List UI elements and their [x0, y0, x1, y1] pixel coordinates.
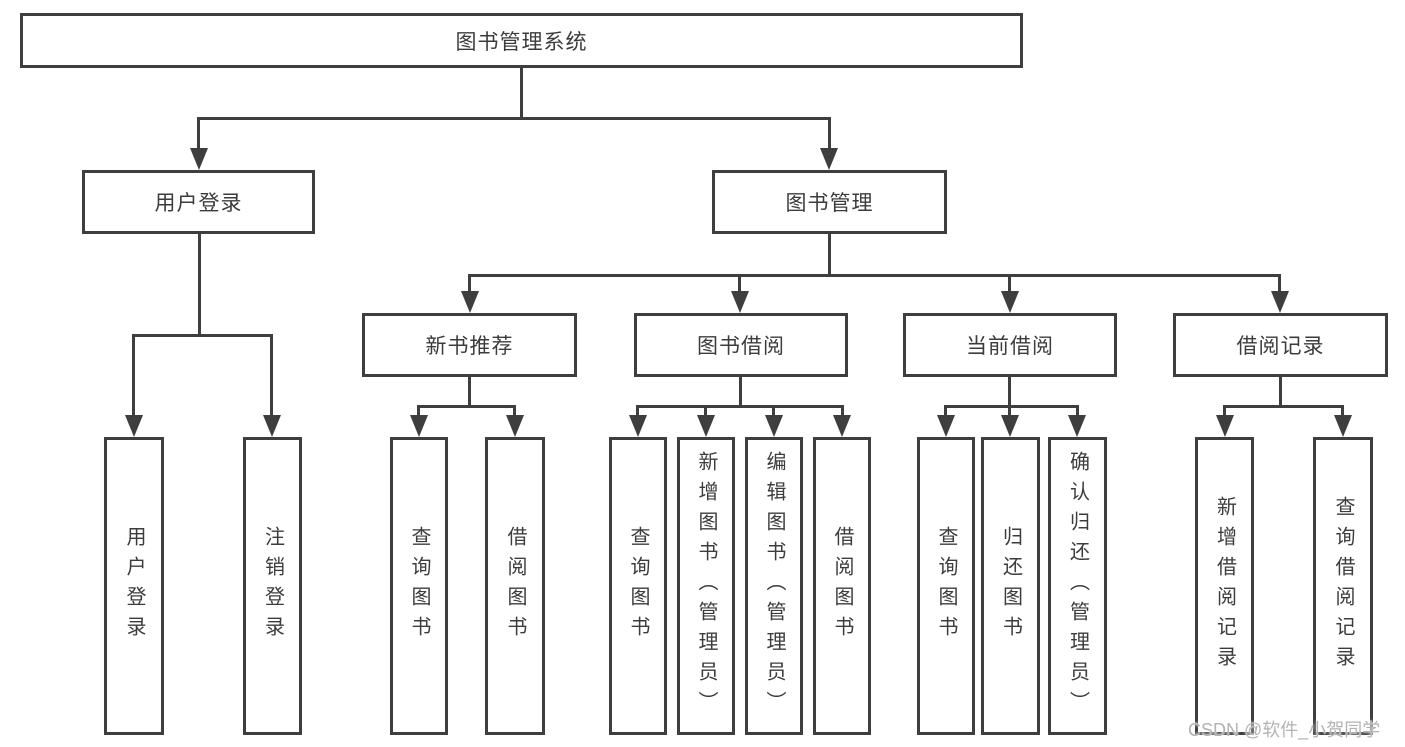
connector-line-h	[197, 117, 831, 120]
connector-arrowhead	[461, 291, 479, 313]
connector-arrowhead	[937, 415, 955, 437]
leaf-query-book-1: 查询图书	[390, 437, 448, 735]
connector-arrowhead	[125, 415, 143, 437]
connector-line-h	[132, 334, 273, 337]
connector-line-v	[828, 234, 831, 277]
connector-line-h	[944, 405, 1079, 408]
connector-line-v	[1279, 377, 1282, 408]
node-current-borrow: 当前借阅	[903, 313, 1117, 377]
connector-line-v	[1008, 274, 1011, 293]
leaf-query-borrow-record-label: 查询借阅记录	[1332, 496, 1354, 676]
connector-line-v	[1008, 405, 1011, 417]
leaf-add-borrow-record: 新增借阅记录	[1195, 437, 1254, 735]
leaf-query-book-1-label: 查询图书	[408, 526, 430, 646]
connector-arrowhead	[1271, 291, 1289, 313]
leaf-query-book-3: 查询图书	[917, 437, 975, 735]
node-root-label: 图书管理系统	[455, 30, 588, 54]
connector-arrowhead	[833, 415, 851, 437]
connector-line-v	[270, 334, 273, 417]
connector-arrowhead	[1068, 415, 1086, 437]
node-user-login-label: 用户登录	[154, 192, 243, 215]
connector-line-v	[738, 274, 741, 293]
connector-line-v	[198, 234, 201, 337]
leaf-return-book-label: 归还图书	[999, 526, 1022, 646]
leaf-confirm-return-admin: 确认归还（管理员）	[1048, 437, 1107, 735]
connector-line-v	[828, 117, 831, 150]
leaf-user-login-label: 用户登录	[123, 526, 145, 646]
connector-arrowhead	[1216, 415, 1234, 437]
connector-arrowhead	[263, 415, 281, 437]
connector-line-v	[841, 405, 844, 417]
connector-arrowhead	[1334, 415, 1352, 437]
connector-arrowhead	[765, 415, 783, 437]
node-book-management-label: 图书管理	[785, 192, 874, 215]
node-current-borrow-label: 当前借阅	[966, 335, 1054, 358]
leaf-add-book-admin-label: 新增图书（管理员）	[695, 451, 717, 721]
node-new-book-recommend: 新书推荐	[362, 313, 577, 377]
leaf-edit-book-admin: 编辑图书（管理员）	[745, 437, 803, 735]
connector-line-v	[704, 405, 707, 417]
leaf-borrow-book-2: 借阅图书	[813, 437, 871, 735]
connector-line-v	[513, 405, 516, 417]
node-book-management: 图书管理	[712, 170, 947, 234]
node-root: 图书管理系统	[20, 13, 1023, 68]
connector-line-h	[1223, 405, 1344, 408]
connector-line-v	[468, 274, 471, 293]
connector-arrowhead	[820, 148, 838, 170]
connector-line-v	[739, 377, 742, 408]
connector-arrowhead	[506, 415, 524, 437]
connector-line-v	[772, 405, 775, 417]
csdn-watermark: CSDN @软件_小贺同学	[1188, 720, 1381, 740]
connector-line-v	[1278, 274, 1281, 293]
connector-line-v	[197, 117, 200, 150]
connector-line-h	[417, 405, 516, 408]
connector-arrowhead	[697, 415, 715, 437]
connector-line-v	[468, 377, 471, 408]
leaf-borrow-book-1-label: 借阅图书	[504, 526, 526, 646]
node-borrow-record-label: 借阅记录	[1236, 335, 1325, 358]
leaf-user-login: 用户登录	[104, 437, 164, 735]
connector-arrowhead	[1001, 415, 1019, 437]
connector-line-v	[1341, 405, 1344, 417]
connector-arrowhead	[190, 148, 208, 170]
connector-line-v	[944, 405, 947, 417]
leaf-query-book-3-label: 查询图书	[935, 526, 957, 646]
leaf-query-borrow-record: 查询借阅记录	[1313, 437, 1373, 735]
node-borrow-record: 借阅记录	[1173, 313, 1388, 377]
node-user-login: 用户登录	[82, 170, 315, 234]
leaf-query-book-2-label: 查询图书	[627, 526, 649, 646]
leaf-edit-book-admin-label: 编辑图书（管理员）	[763, 451, 785, 721]
connector-arrowhead	[731, 291, 749, 313]
connector-line-v	[1008, 377, 1011, 408]
leaf-borrow-book-1: 借阅图书	[485, 437, 545, 735]
leaf-borrow-book-2-label: 借阅图书	[831, 526, 853, 646]
node-new-book-recommend-label: 新书推荐	[425, 335, 514, 358]
connector-line-v	[636, 405, 639, 417]
connector-arrowhead	[1001, 291, 1019, 313]
connector-line-v	[520, 68, 523, 120]
connector-line-v	[1076, 405, 1079, 417]
connector-arrowhead	[410, 415, 428, 437]
connector-line-v	[417, 405, 420, 417]
leaf-logout: 注销登录	[243, 437, 302, 735]
leaf-logout-label: 注销登录	[261, 526, 284, 646]
node-book-borrow-label: 图书借阅	[697, 335, 785, 358]
leaf-add-borrow-record-label: 新增借阅记录	[1213, 496, 1236, 676]
node-book-borrow: 图书借阅	[634, 313, 848, 377]
leaf-return-book: 归还图书	[981, 437, 1040, 735]
connector-line-h	[636, 405, 844, 408]
connector-line-v	[132, 334, 135, 417]
connector-line-v	[1223, 405, 1226, 417]
connector-arrowhead	[629, 415, 647, 437]
connector-line-h	[468, 274, 1281, 277]
leaf-add-book-admin: 新增图书（管理员）	[677, 437, 735, 735]
leaf-confirm-return-admin-label: 确认归还（管理员）	[1066, 451, 1089, 721]
leaf-query-book-2: 查询图书	[609, 437, 667, 735]
